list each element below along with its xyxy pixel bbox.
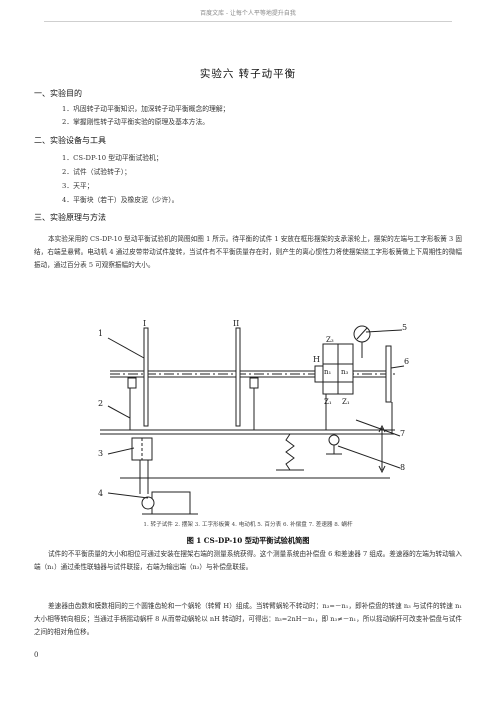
header-divider bbox=[44, 21, 452, 22]
paragraph-differential: 差速器由齿数和模数相同的三个圆锥齿轮和一个蜗轮（转臂 H）组成。当转臂蜗轮不转动… bbox=[34, 602, 462, 636]
label-z1-left: Z₁ bbox=[324, 398, 332, 406]
list-item: 4．平衡块（若干）及橡皮泥（少许）。 bbox=[62, 196, 179, 204]
label-H: H bbox=[313, 355, 320, 364]
page-number: 0 bbox=[34, 651, 39, 659]
section-heading-equipment: 二、实验设备与工具 bbox=[34, 136, 106, 145]
part-label-8: 8 bbox=[400, 463, 405, 472]
part-label-1: 1 bbox=[98, 329, 103, 338]
page-title: 实验六 转子动平衡 bbox=[199, 68, 297, 80]
disc-label-I: I bbox=[143, 319, 146, 328]
part-label-7: 7 bbox=[400, 429, 405, 438]
figure-legend: 1. 转子试件 2. 摆架 3. 工字形板簧 4. 电动机 5. 百分表 6. … bbox=[143, 522, 353, 528]
paragraph-measurement: 试件的不平衡质量的大小和相位可通过安装在摆架右端的测量系统获得。这个测量系统由补… bbox=[34, 550, 462, 571]
page-header: 百度文库 - 让每个人平等地提升自我 bbox=[200, 10, 296, 17]
figure-1-diagram: 1 2 3 4 5 6 7 8 I II H Z₃ n₁ n₃ Z₁ Z₁ bbox=[98, 319, 409, 515]
list-item: 1．巩固转子动平衡知识，加深转子动平衡概念的理解； bbox=[62, 105, 230, 113]
label-z1-right: Z₁ bbox=[342, 398, 350, 406]
section-heading-principle: 三、实验原理与方法 bbox=[34, 213, 106, 222]
label-n3: n₃ bbox=[341, 368, 349, 376]
label-n1: n₁ bbox=[324, 368, 332, 376]
figure-caption: 图 1 CS-DP-10 型动平衡试验机简图 bbox=[186, 536, 310, 545]
intro-paragraph: 本实验采用的 CS-DP-10 型动平衡试验机的简图如图 1 所示。待平衡的试件… bbox=[34, 235, 462, 269]
part-label-2: 2 bbox=[98, 399, 103, 408]
list-item: 2．试件（试验转子）； bbox=[62, 168, 131, 176]
part-label-4: 4 bbox=[98, 489, 103, 498]
section-heading-purpose: 一、实验目的 bbox=[34, 89, 82, 98]
label-z3: Z₃ bbox=[326, 336, 334, 344]
list-item: 2．掌握刚性转子动平衡实验的原理及基本方法。 bbox=[62, 118, 210, 126]
part-label-3: 3 bbox=[98, 449, 103, 458]
disc-label-II: II bbox=[233, 319, 239, 328]
list-item: 1．CS-DP-10 型动平衡试验机； bbox=[62, 154, 163, 162]
list-item: 3．天平； bbox=[62, 182, 94, 190]
part-label-5: 5 bbox=[402, 323, 407, 332]
part-label-6: 6 bbox=[404, 357, 409, 366]
